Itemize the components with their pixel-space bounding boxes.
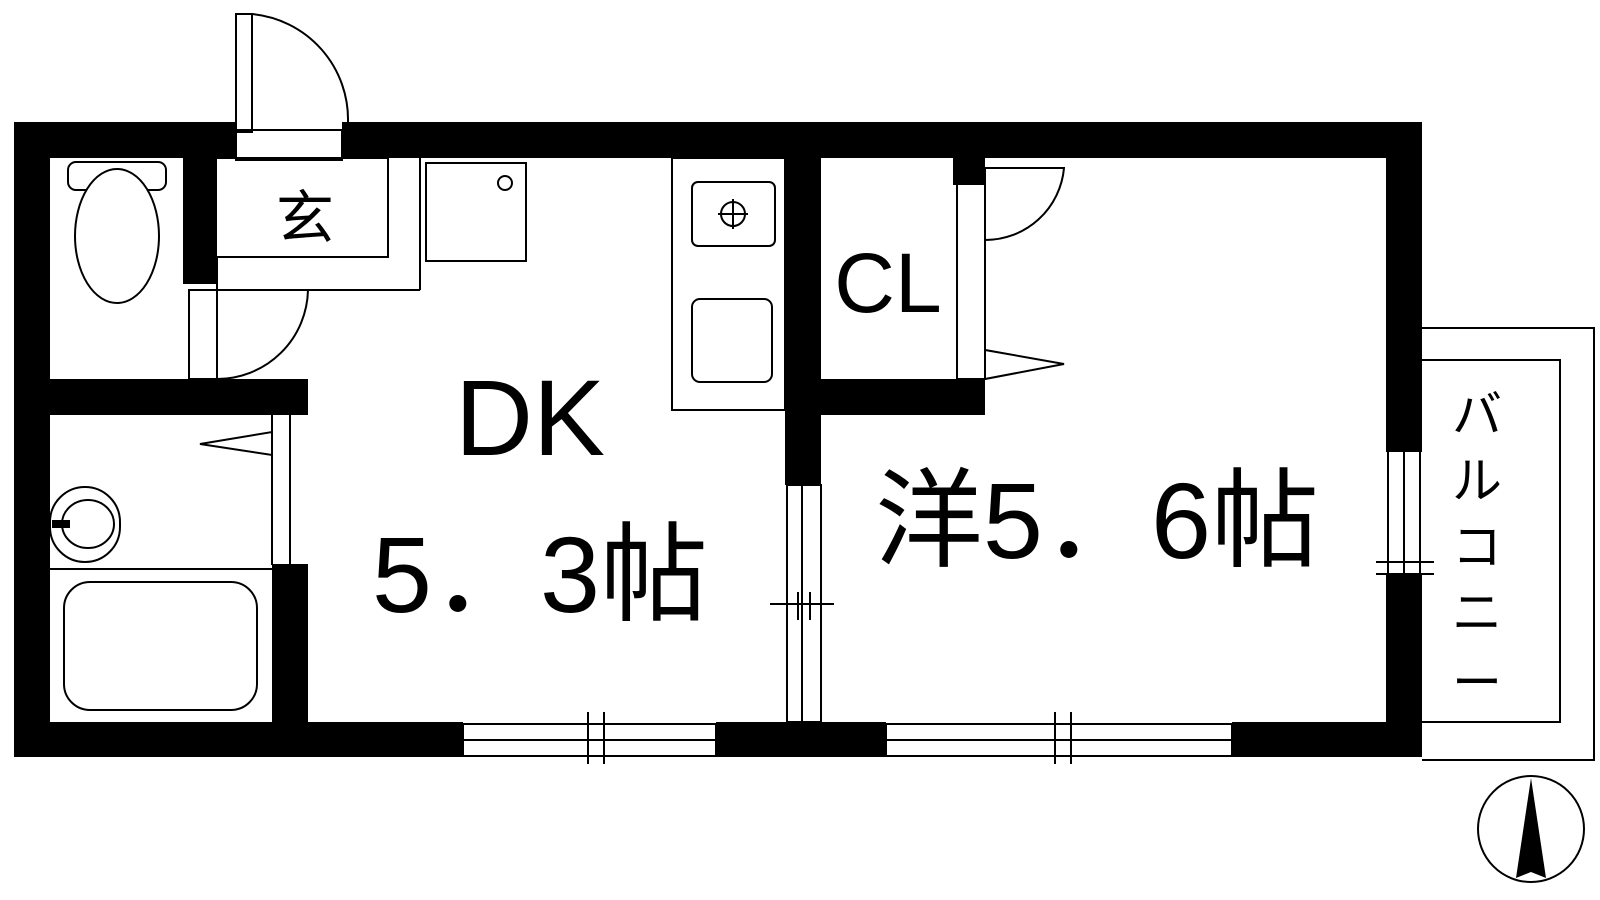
dk-size-label: 5．3帖 — [372, 514, 708, 635]
bathroom-door — [199, 430, 273, 457]
toilet-icon — [67, 161, 167, 304]
balcony-char: ー — [1452, 655, 1502, 711]
closet-label: CL — [834, 236, 941, 330]
entrance-step — [216, 157, 421, 291]
balcony-char: バ — [1452, 387, 1502, 443]
dk-window — [462, 712, 717, 764]
western-room-label: 洋5．6帖 — [875, 460, 1319, 581]
balcony-char: ニ — [1452, 585, 1502, 641]
balcony — [1422, 327, 1595, 761]
toilet-door — [188, 289, 310, 380]
washing-machine-pan-icon — [425, 162, 527, 262]
balcony-window — [1376, 399, 1434, 723]
kitchen-sink-icon — [691, 298, 773, 383]
dk-name-label: DK — [455, 357, 605, 478]
west-window — [885, 712, 1233, 764]
entrance-label: 玄 — [276, 186, 334, 251]
washbasin-icon — [49, 486, 121, 563]
kitchen-counter — [671, 157, 786, 411]
outer-walls — [14, 122, 1422, 757]
balcony-char: ル — [1452, 453, 1502, 509]
entrance-door — [235, 13, 350, 161]
balcony-char: コ — [1452, 519, 1502, 575]
bathtub-icon — [63, 581, 258, 711]
balcony-label: バ ル コ ニ ー — [1452, 387, 1502, 711]
closet-door — [956, 167, 1066, 381]
interior-walls — [14, 158, 985, 757]
north-arrow-icon — [1477, 775, 1585, 883]
dk-west-sliding-door — [770, 484, 834, 723]
